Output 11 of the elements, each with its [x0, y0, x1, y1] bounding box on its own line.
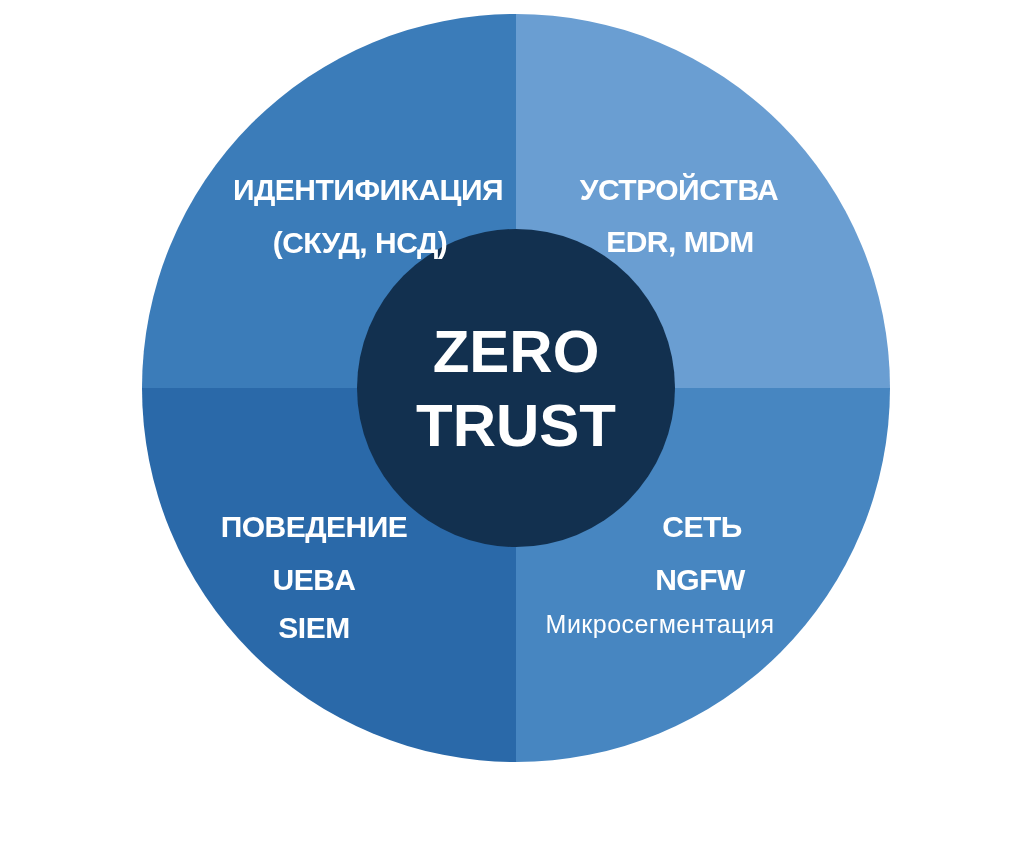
- sector-heading: УСТРОЙСТВА: [579, 175, 779, 205]
- sector-label: EDR, MDM: [606, 227, 754, 257]
- center-title: ZERO TRUST: [416, 317, 616, 461]
- sector-heading: ИДЕНТИФИКАЦИЯ: [232, 175, 504, 205]
- sector-heading: ПОВЕДЕНИЕ: [220, 512, 408, 542]
- sector-label: NGFW: [655, 565, 745, 595]
- sector-heading: СЕТЬ: [662, 512, 742, 542]
- sector-label: (СКУД, НСД): [272, 228, 448, 258]
- sector-label: SIEM: [278, 613, 350, 643]
- sector-label: UEBA: [272, 565, 356, 595]
- sector-label: Микросегментация: [545, 611, 775, 637]
